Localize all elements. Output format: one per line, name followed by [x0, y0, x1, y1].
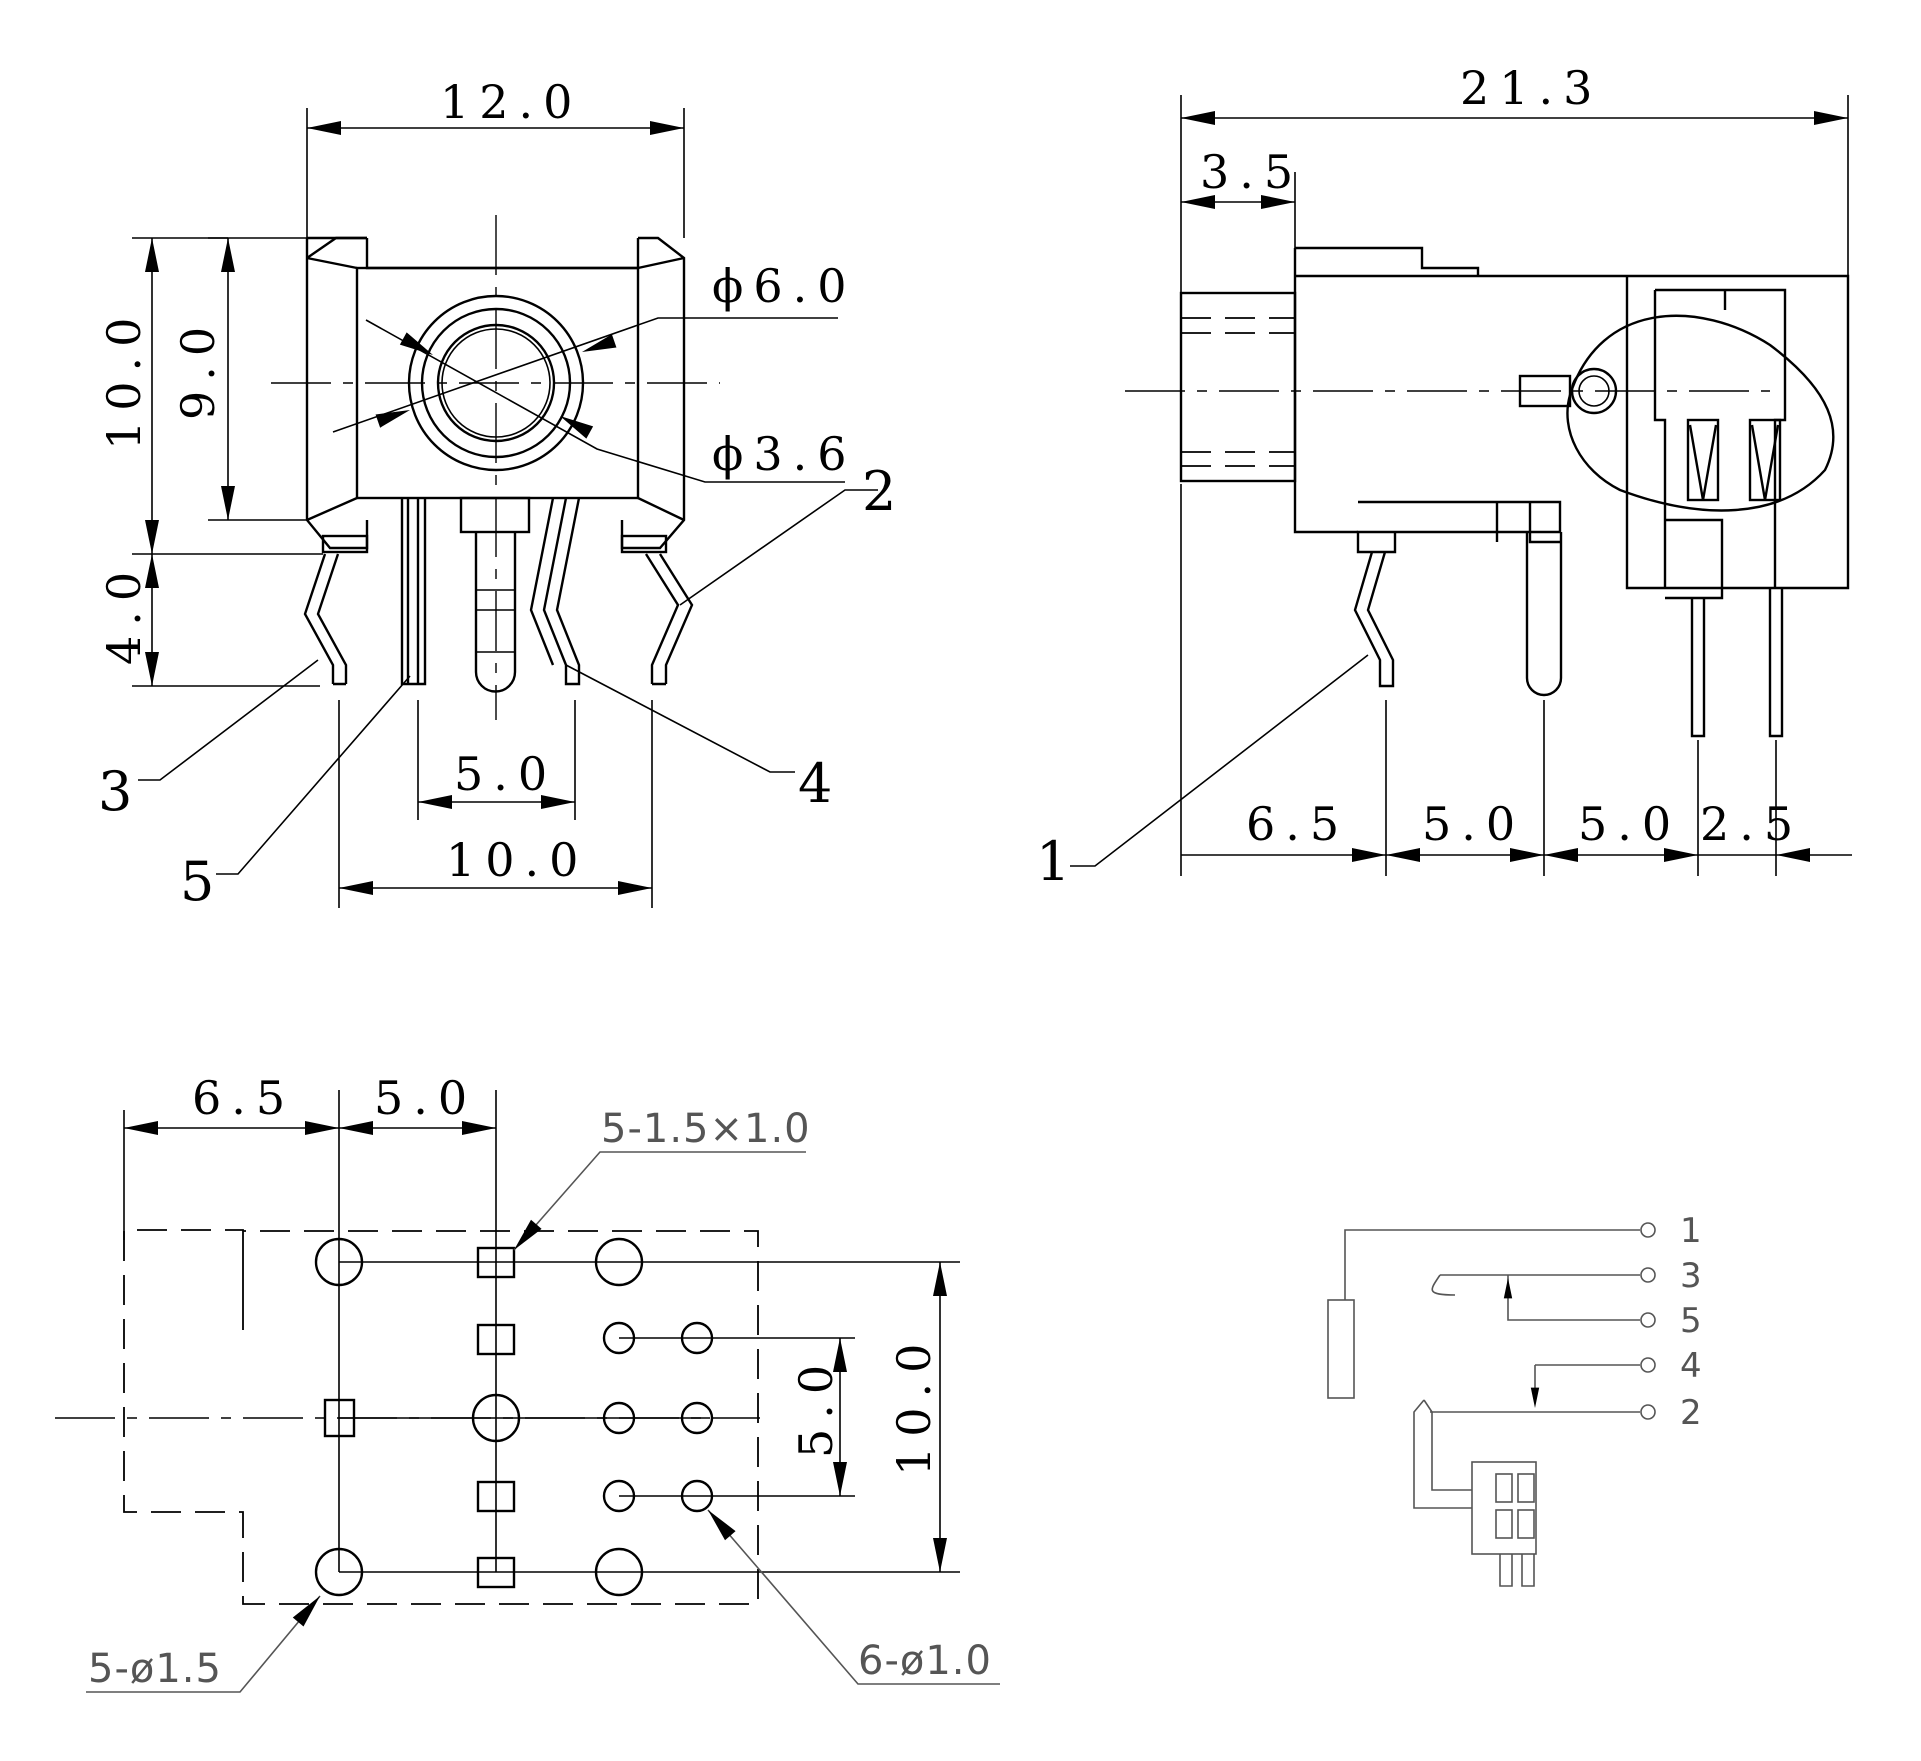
pin-label-5: 5: [180, 850, 214, 913]
slot: [476, 1246, 516, 1279]
dim-fp-d2: 5.0: [374, 1071, 477, 1125]
schematic: 1 3 5 4 2: [1327, 1211, 1702, 1587]
dim-pin-spacing-outer: 10.0: [446, 833, 588, 887]
front-view: 12.0 10.0 9.0 4.0 5.0 10.0 ϕ6.0 ϕ3.6 2 3: [97, 75, 896, 913]
schematic-pin-5: 5: [1680, 1301, 1702, 1341]
note-slots: 5-1.5×1.0: [601, 1106, 811, 1152]
schematic-pin-4: 4: [1680, 1346, 1702, 1386]
pin-3: [303, 553, 348, 686]
pin-2: [644, 553, 694, 686]
pin-5: [400, 498, 427, 686]
dim-side-d2: 5.0: [1422, 797, 1525, 851]
diameter-inner-label: ϕ3.6: [712, 427, 857, 481]
dim-width-top: 12.0: [440, 75, 582, 129]
pin-label-4: 4: [798, 752, 832, 815]
dim-side-d4: 2.5: [1700, 797, 1803, 851]
schematic-pin-3: 3: [1680, 1256, 1702, 1296]
pin-center: [459, 496, 531, 693]
dim-height-outer: 10.0: [97, 308, 151, 450]
dim-nose: 3.5: [1200, 145, 1303, 199]
footprint-view: 6.5 5.0 5.0 10.0 5-1.5×1.0 5-ø1.5 6-ø1.0: [55, 1071, 1000, 1693]
dim-pin-length: 4.0: [97, 562, 151, 665]
dim-side-d1: 6.5: [1246, 797, 1349, 851]
hole-small: [602, 1321, 636, 1355]
note-small-holes: 6-ø1.0: [858, 1638, 992, 1684]
dim-fp-v-outer: 10.0: [887, 1334, 941, 1476]
diameter-outer-label: ϕ6.0: [712, 259, 857, 313]
dim-height-inner: 9.0: [171, 317, 225, 420]
pin-label-3: 3: [98, 760, 132, 823]
schematic-pin-1: 1: [1680, 1211, 1702, 1251]
side-view: 21.3 3.5 6.5 5.0 5.0 2.5 1: [1036, 61, 1852, 893]
note-big-holes: 5-ø1.5: [88, 1646, 222, 1692]
dim-fp-d1: 6.5: [192, 1071, 295, 1125]
pin-label-2: 2: [862, 460, 896, 523]
hole-big: [314, 1237, 364, 1287]
pin-label-1: 1: [1036, 830, 1070, 893]
dim-pin-spacing-inner: 5.0: [454, 747, 557, 801]
dim-side-d3: 5.0: [1578, 797, 1681, 851]
dim-length: 21.3: [1460, 61, 1602, 115]
dim-fp-v-inner: 5.0: [789, 1355, 843, 1458]
schematic-pin-2: 2: [1680, 1393, 1702, 1433]
pin-4: [529, 497, 581, 686]
